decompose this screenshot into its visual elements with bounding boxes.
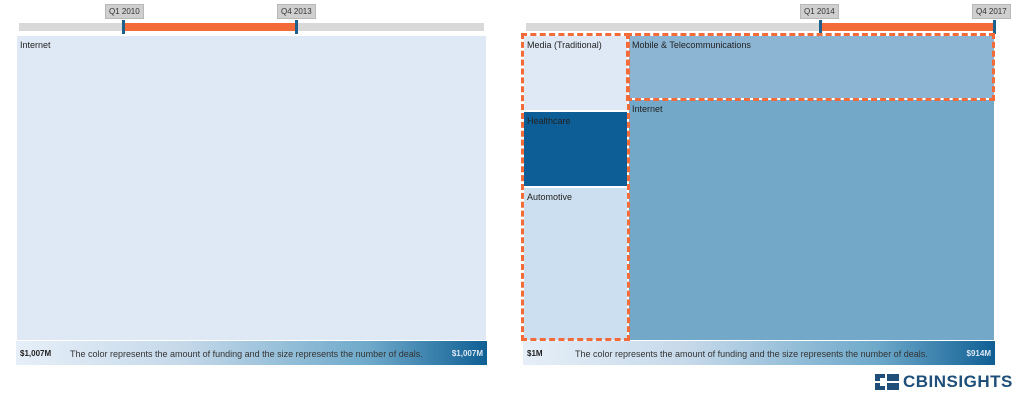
legend-note: The color represents the amount of fundi… xyxy=(575,349,928,359)
legend-max-value: $914M xyxy=(966,349,991,358)
highlight-box-mobile-telecom xyxy=(626,33,995,101)
left-slider-start-label: Q1 2010 xyxy=(105,4,144,19)
left-slider-start-handle[interactable] xyxy=(122,20,125,34)
right-slider-start-handle[interactable] xyxy=(819,20,822,34)
left-color-legend: $1,007M The color represents the amount … xyxy=(16,341,487,365)
legend-min-value: $1M xyxy=(527,349,543,358)
legend-min-value: $1,007M xyxy=(20,349,52,358)
brand-name: CBINSIGHTS xyxy=(903,372,1013,391)
legend-max-value: $1,007M xyxy=(451,349,483,358)
treemap-cell-label: Internet xyxy=(20,40,51,50)
right-slider-end-label: Q4 2017 xyxy=(972,4,1011,19)
left-slider-end-handle[interactable] xyxy=(295,20,298,34)
treemap-cell-label: Internet xyxy=(632,104,663,114)
treemap-cell-label: Mobile & Telecommunications xyxy=(632,40,751,50)
treemap-cell-label: Automotive xyxy=(527,192,573,202)
cbinsights-logo: CBINSIGHTS xyxy=(875,372,1013,392)
right-time-slider-range[interactable] xyxy=(820,23,996,31)
highlight-box-left-column xyxy=(521,33,630,341)
treemap-cell-internet[interactable]: Internet xyxy=(628,99,995,341)
left-time-slider-range[interactable] xyxy=(123,23,296,31)
right-time-slider-track[interactable]: Q1 2014 Q4 2017 xyxy=(526,4,1011,34)
left-slider-end-label: Q4 2013 xyxy=(277,4,316,19)
right-slider-end-handle[interactable] xyxy=(993,20,996,34)
treemap-cell-label: Media (Traditional) xyxy=(527,40,602,50)
legend-note: The color represents the amount of fundi… xyxy=(70,349,423,359)
right-color-legend: $1M The color represents the amount of f… xyxy=(523,341,995,365)
left-time-slider-track[interactable]: Q1 2010 Q4 2013 xyxy=(19,4,484,34)
treemap-cell-healthcare[interactable]: Healthcare xyxy=(523,111,628,187)
right-slider-start-label: Q1 2014 xyxy=(800,4,839,19)
treemap-cell-internet[interactable]: Internet xyxy=(16,35,487,341)
cb-logo-icon xyxy=(875,374,899,390)
treemap-cell-label: Healthcare xyxy=(527,116,571,126)
